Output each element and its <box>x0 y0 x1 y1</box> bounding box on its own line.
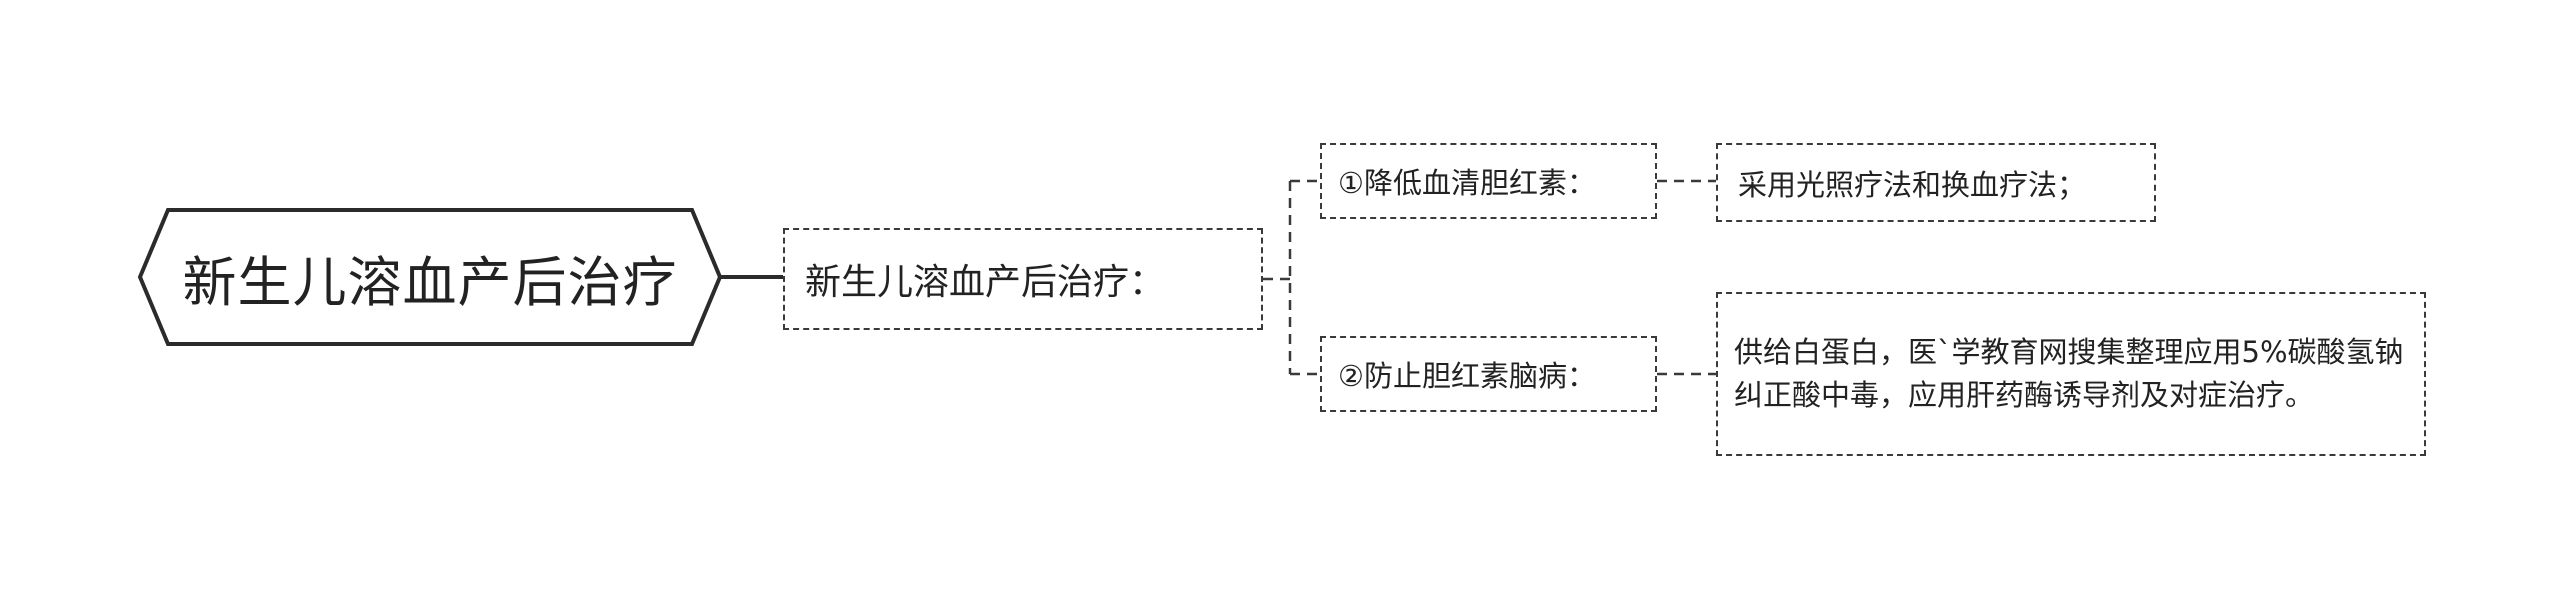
root-node-shape <box>137 208 723 346</box>
topic-node-branch-2[interactable]: ②防止胆红素脑病： <box>1320 336 1657 412</box>
topic-node-leaf-2[interactable]: 供给白蛋白，医`学教育网搜集整理应用5%碳酸氢钠纠正酸中毒，应用肝药酶诱导剂及对… <box>1716 292 2426 456</box>
topic-node-branch-1-label: ①降低血清胆红素： <box>1338 166 1596 200</box>
topic-node-branch-1[interactable]: ①降低血清胆红素： <box>1320 143 1657 219</box>
topic-node-leaf-1[interactable]: 采用光照疗法和换血疗法； <box>1716 143 2156 222</box>
topic-node-level1-label: 新生儿溶血产后治疗： <box>805 262 1166 303</box>
root-node-label[interactable]: 新生儿溶血产后治疗 <box>182 250 678 314</box>
topic-node-leaf-1-text: 采用光照疗法和换血疗法； <box>1738 167 2087 202</box>
topic-node-branch-2-label: ②防止胆红素脑病： <box>1338 359 1596 393</box>
topic-node-level1[interactable]: 新生儿溶血产后治疗： <box>783 228 1263 330</box>
topic-node-leaf-2-text: 供给白蛋白，医`学教育网搜集整理应用5%碳酸氢钠纠正酸中毒，应用肝药酶诱导剂及对… <box>1734 335 2404 412</box>
